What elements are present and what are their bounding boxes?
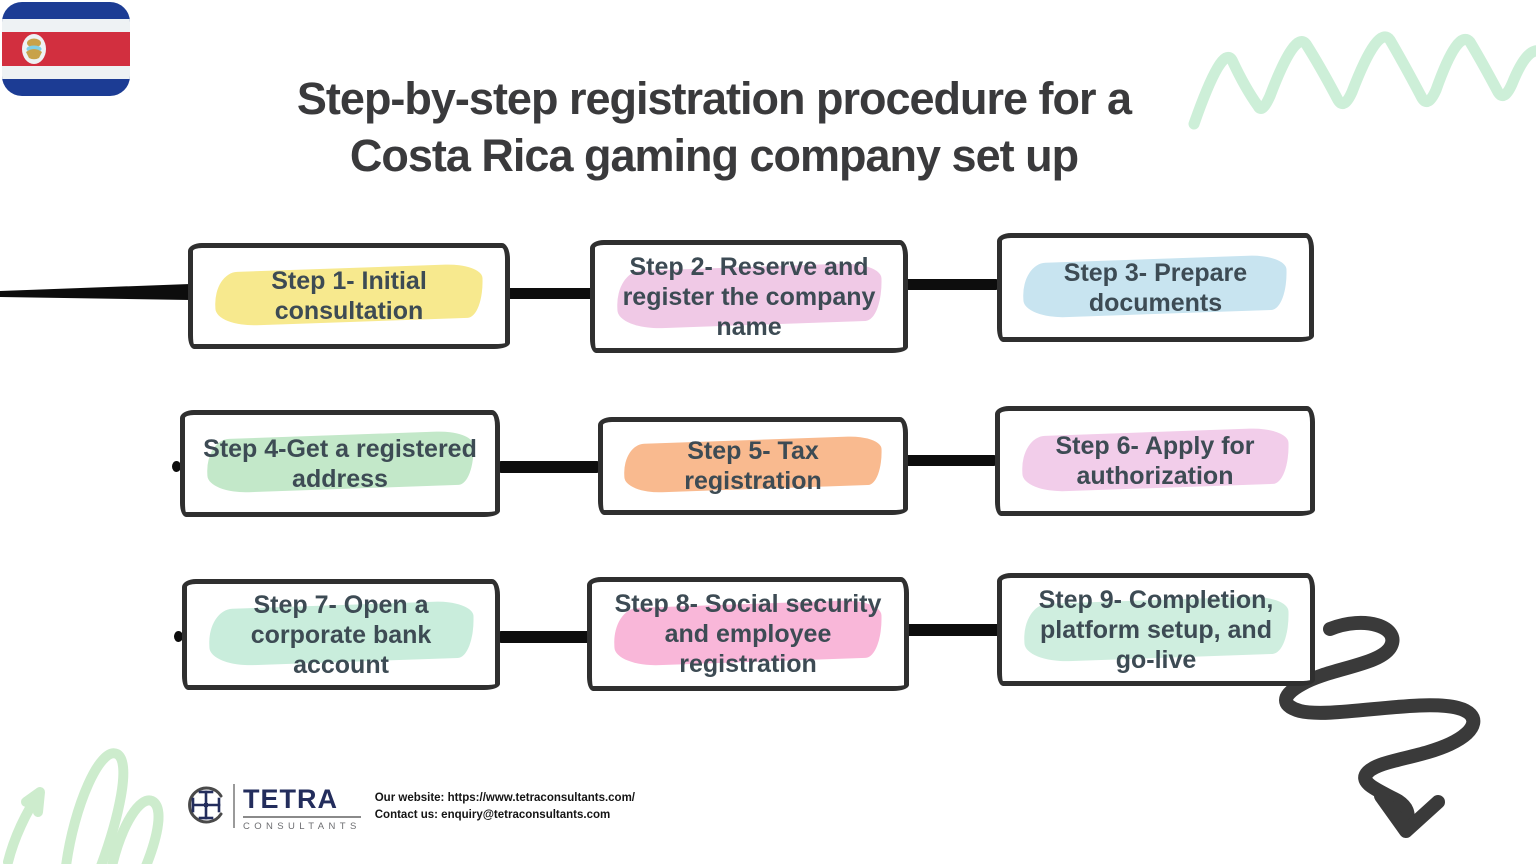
website-text: Our website: https://www.tetraconsultant… [374, 792, 636, 804]
step-label: Step 9- Completion, platform setup, and … [1038, 585, 1274, 674]
title-line-1: Step-by-step registration procedure for … [296, 73, 1132, 124]
step-label: Step 1- Initial consultation [271, 267, 427, 325]
connector-line [496, 631, 592, 643]
brand-name: TETRA [243, 784, 338, 814]
step-label: Step 2- Reserve and register the company… [622, 252, 876, 341]
step-box-1: Step 1- Initial consultation [188, 243, 510, 349]
step-label: Step 3- Prepare documents [1063, 258, 1248, 317]
title-line-2: Costa Rica gaming company set up [349, 130, 1079, 182]
connector-dot [174, 631, 183, 642]
step-box-6: Step 6- Apply for authorization [995, 406, 1315, 516]
step-label: Step 7- Open a corporate bank account [250, 590, 432, 679]
scribble-decoration [3, 748, 164, 864]
brand-rule [243, 816, 361, 818]
contact-text: Contact us: enquiry@tetraconsultants.com [374, 808, 611, 821]
connector-line [496, 461, 602, 473]
step-label: Step 5- Tax registration [684, 437, 822, 495]
step-label: Step 4-Get a registered address [203, 434, 477, 493]
edge-connector-line [0, 284, 190, 300]
step-box-5: Step 5- Tax registration [598, 417, 908, 515]
step-box-8: Step 8- Social security and employee reg… [587, 577, 909, 691]
connector-line [505, 288, 597, 299]
connector-dot [172, 461, 181, 472]
step-label: Step 6- Apply for authorization [1055, 432, 1255, 490]
step-box-4: Step 4-Get a registered address [180, 410, 500, 517]
connector-line [903, 279, 1001, 290]
brand-subtitle: CONSULTANTS [243, 820, 361, 832]
tetra-logo: TETRA CONSULTANTS Our website: https://w… [185, 784, 635, 832]
step-box-7: Step 7- Open a corporate bank account [182, 579, 500, 690]
step-box-2: Step 2- Reserve and register the company… [590, 240, 908, 353]
logo-divider [233, 784, 235, 828]
connector-line [904, 624, 1002, 636]
tetra-logo-icon [188, 786, 223, 824]
step-box-3: Step 3- Prepare documents [997, 233, 1314, 342]
page-title: Step-by-step registration procedure for … [0, 70, 1428, 184]
step-box-9: Step 9- Completion, platform setup, and … [997, 573, 1315, 686]
step-label: Step 8- Social security and employee reg… [614, 590, 882, 678]
costa-rica-flag-icon [2, 2, 130, 96]
connector-line [903, 455, 999, 466]
